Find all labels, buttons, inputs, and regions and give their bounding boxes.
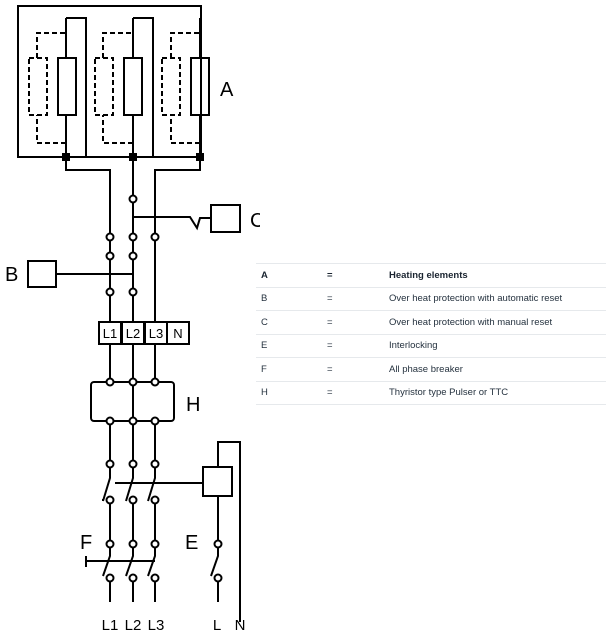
label-c: C	[250, 210, 260, 232]
legend-table: A = Heating elements B = Over heat prote…	[256, 263, 606, 405]
terminal-l1: L1	[103, 326, 117, 341]
legend-row: C = Over heat protection with manual res…	[256, 311, 606, 335]
legend-code: E	[261, 340, 268, 352]
contactor-coil	[202, 466, 233, 497]
legend-desc: All phase breaker	[389, 363, 463, 375]
legend-row: A = Heating elements	[256, 263, 606, 288]
legend-code: A	[261, 269, 268, 281]
legend-code: C	[261, 316, 268, 328]
terminal-l2: L2	[126, 326, 140, 341]
heater-housing	[17, 5, 202, 158]
protection-b-automatic	[27, 260, 133, 288]
legend-eq: =	[327, 387, 333, 399]
legend-code: F	[261, 363, 267, 375]
legend-code: H	[261, 387, 268, 399]
wiring-diagram: A C B H F E L1 L2 L3 N L1 L2 L3 L N	[5, 5, 260, 634]
protection-c-manual	[133, 204, 241, 233]
legend-eq: =	[327, 340, 333, 352]
supply-l2: L2	[125, 617, 142, 634]
supply-l3: L3	[148, 617, 165, 634]
legend-row: B = Over heat protection with automatic …	[256, 288, 606, 311]
supply-l1: L1	[102, 617, 119, 634]
heating-element-3	[161, 18, 210, 157]
supply-n: N	[235, 617, 246, 634]
legend-row: E = Interlocking	[256, 335, 606, 358]
label-a: A	[220, 79, 234, 101]
supply-l: L	[213, 617, 221, 634]
legend-eq: =	[327, 293, 333, 305]
label-h: H	[186, 394, 200, 416]
legend-eq: =	[327, 269, 333, 281]
label-f: F	[80, 532, 92, 554]
legend-desc: Thyristor type Pulser or TTC	[389, 387, 509, 399]
heating-element-2	[94, 17, 154, 157]
terminal-l3: L3	[149, 326, 163, 341]
legend-desc: Over heat protection with manual reset	[389, 316, 553, 328]
legend-desc: Over heat protection with automatic rese…	[389, 293, 563, 305]
legend-code: B	[261, 293, 268, 305]
label-b: B	[5, 264, 18, 286]
terminal-n: N	[173, 326, 182, 341]
legend-row: F = All phase breaker	[256, 358, 606, 382]
label-e: E	[185, 532, 198, 554]
legend-eq: =	[327, 316, 333, 328]
legend-desc: Heating elements	[389, 269, 468, 281]
legend-eq: =	[327, 363, 333, 375]
legend-desc: Interlocking	[389, 340, 438, 352]
legend-row: H = Thyristor type Pulser or TTC	[256, 382, 606, 405]
heating-element-1	[28, 17, 87, 157]
